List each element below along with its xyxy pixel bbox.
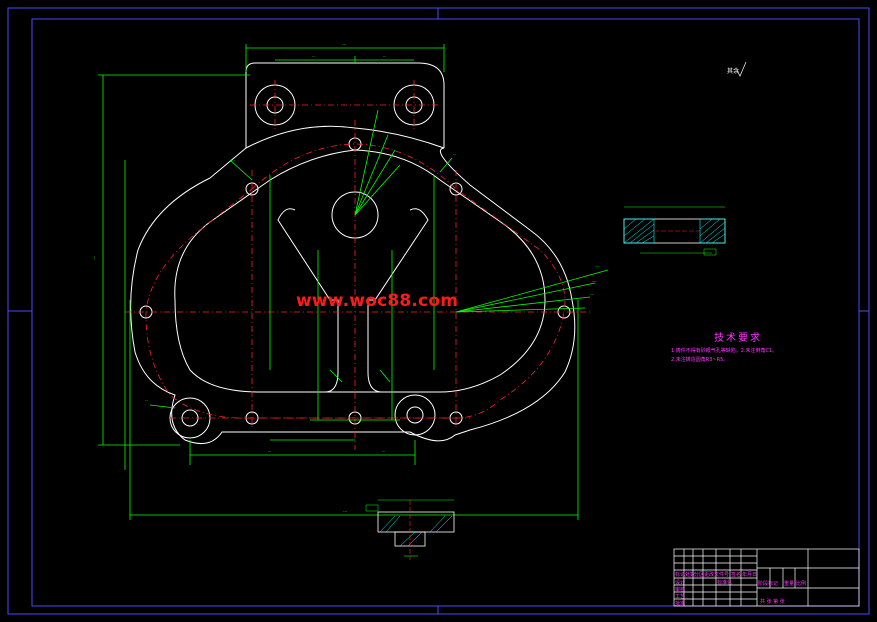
svg-text:---: --- [595,264,600,269]
title-block-cell: 年月日 [742,572,758,578]
svg-text:--: -- [232,158,235,163]
svg-text:---: --- [342,42,347,47]
title-block-cell: 共 张 第 张 [760,599,785,605]
title-block [673,548,860,607]
watermark: www.woc88.com [296,291,459,311]
dimension-texts: --- -- -- --- --- -- -- --- --- --- -- -… [92,42,600,514]
svg-text:--: -- [383,54,386,59]
title-block-cell: 审核 [675,587,686,593]
title-block-cell: 处数 [685,572,696,578]
title-block-cell: 比例 [796,581,807,587]
roughness-symbol [736,61,747,77]
title-block-cell: 更改文件号 [704,572,730,578]
svg-text:---: --- [343,509,348,514]
title-block-cell: 工艺 [675,594,686,600]
sheet-border [7,7,870,615]
section-view-b [365,499,455,560]
part-outline [130,62,576,445]
dimension-lines [98,44,609,520]
svg-text:--: -- [312,54,315,59]
svg-text:--: -- [145,398,148,403]
title-block-cell: 分区 [694,572,705,578]
center-lines [125,80,590,450]
svg-text:---: --- [592,279,597,284]
title-block-cell: 标准化 [717,580,733,586]
title-block-cell: 批准 [675,601,686,607]
svg-text:--: -- [382,449,385,454]
title-block-cell: 设计 [675,580,686,586]
technical-requirements-title: 技术要求 [714,333,762,344]
title-block-cell: 标记 [675,572,686,578]
section-view-a [623,206,726,256]
svg-text:--: -- [268,449,271,454]
title-block-cell: 阶段标记 [758,581,779,587]
title-block-cell: 签名 [731,572,742,578]
technical-requirement-line: 2.未注铸造圆角R3~R5。 [671,357,729,363]
title-block-cell: 重量 [784,581,795,587]
svg-text:---: --- [590,292,595,297]
technical-requirement-line: 1.铸件不得有砂眼气孔等缺陷。2.未注倒角C1。 [671,348,778,354]
surface-roughness-note: 其余 [727,68,740,75]
svg-text:---: --- [92,255,97,260]
svg-text:--: -- [453,152,456,157]
